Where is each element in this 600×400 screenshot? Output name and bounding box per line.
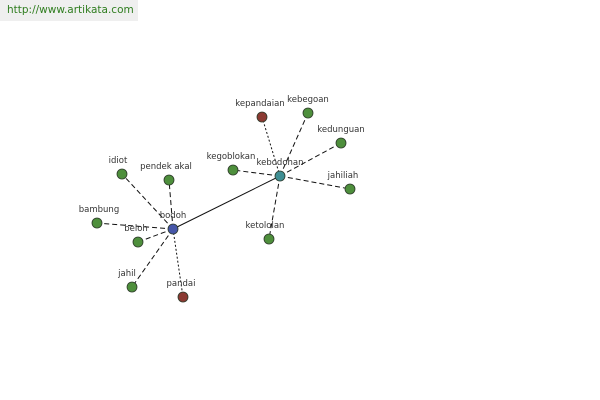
node-bodoh[interactable]: bodoh bbox=[160, 211, 187, 235]
node-dot-bambung[interactable] bbox=[91, 217, 103, 229]
edge-bodoh-idiot bbox=[121, 173, 174, 230]
node-pendek-akal[interactable]: pendek akal bbox=[140, 162, 192, 186]
node-label-bambung[interactable]: bambung bbox=[79, 205, 119, 215]
node-dot-jahiliah[interactable] bbox=[344, 183, 356, 195]
node-pandai[interactable]: pandai bbox=[167, 279, 196, 303]
node-label-jahiliah[interactable]: jahiliah bbox=[327, 171, 359, 181]
node-dot-kegoblokan[interactable] bbox=[227, 164, 239, 176]
node-idiot[interactable]: idiot bbox=[109, 156, 128, 180]
node-label-kebegoan[interactable]: kebegoan bbox=[287, 95, 329, 105]
node-dot-pendek-akal[interactable] bbox=[163, 174, 175, 186]
node-dot-kepandaian[interactable] bbox=[256, 111, 268, 123]
edge-bodoh-beloh bbox=[137, 228, 174, 243]
node-ketololan[interactable]: ketololan bbox=[246, 221, 285, 245]
node-jahiliah[interactable]: jahiliah bbox=[327, 171, 359, 195]
nodes-layer: bodoh kebodohan idiot pendek akal bambung bel… bbox=[79, 95, 365, 303]
node-dot-kebodohan[interactable] bbox=[274, 170, 286, 182]
node-label-pandai[interactable]: pandai bbox=[167, 279, 196, 289]
node-label-kebodohan[interactable]: kebodohan bbox=[256, 158, 303, 168]
node-dot-idiot[interactable] bbox=[116, 168, 128, 180]
node-dot-beloh[interactable] bbox=[132, 236, 144, 248]
edge-bodoh-bambung bbox=[96, 222, 174, 230]
node-beloh[interactable]: beloh bbox=[124, 224, 148, 248]
node-kedunguan[interactable]: kedunguan bbox=[317, 125, 365, 149]
node-kebodohan[interactable]: kebodohan bbox=[256, 158, 304, 182]
node-dot-jahil[interactable] bbox=[126, 281, 138, 293]
node-dot-pandai[interactable] bbox=[177, 291, 189, 303]
node-dot-bodoh[interactable] bbox=[167, 223, 179, 235]
edge-kebodohan-kegoblokan bbox=[232, 169, 281, 177]
node-label-beloh[interactable]: beloh bbox=[124, 224, 148, 234]
node-label-kegoblokan[interactable]: kegoblokan bbox=[207, 152, 256, 162]
edge-bodoh-kebodohan bbox=[172, 175, 281, 230]
node-dot-kedunguan[interactable] bbox=[335, 137, 347, 149]
node-jahil[interactable]: jahil bbox=[117, 269, 138, 293]
edge-kebodohan-kedunguan bbox=[279, 142, 342, 177]
node-label-pendek-akal[interactable]: pendek akal bbox=[140, 162, 192, 172]
edge-bodoh-pandai bbox=[172, 228, 184, 298]
node-label-kedunguan[interactable]: kedunguan bbox=[317, 125, 364, 135]
node-dot-kebegoan[interactable] bbox=[302, 107, 314, 119]
node-kepandaian[interactable]: kepandaian bbox=[235, 99, 285, 123]
edge-bodoh-jahil bbox=[131, 228, 174, 288]
node-label-idiot[interactable]: idiot bbox=[109, 156, 128, 166]
edge-kebodohan-jahiliah bbox=[279, 175, 351, 190]
node-bambung[interactable]: bambung bbox=[79, 205, 119, 229]
url-banner: http://www.artikata.com bbox=[0, 0, 138, 21]
edge-kebodohan-kebegoan bbox=[279, 112, 309, 177]
node-label-ketololan[interactable]: ketololan bbox=[246, 221, 285, 231]
node-kegoblokan[interactable]: kegoblokan bbox=[207, 152, 256, 176]
node-label-jahil[interactable]: jahil bbox=[117, 269, 136, 279]
edge-kebodohan-ketololan bbox=[268, 175, 281, 240]
node-dot-ketololan[interactable] bbox=[263, 233, 275, 245]
node-kebegoan[interactable]: kebegoan bbox=[287, 95, 329, 119]
node-label-kepandaian[interactable]: kepandaian bbox=[235, 99, 284, 109]
edge-bodoh-pendek-akal bbox=[168, 179, 174, 230]
site-url-text: http://www.artikata.com bbox=[7, 4, 134, 16]
node-label-bodoh[interactable]: bodoh bbox=[160, 211, 187, 221]
edges-layer bbox=[96, 112, 351, 298]
